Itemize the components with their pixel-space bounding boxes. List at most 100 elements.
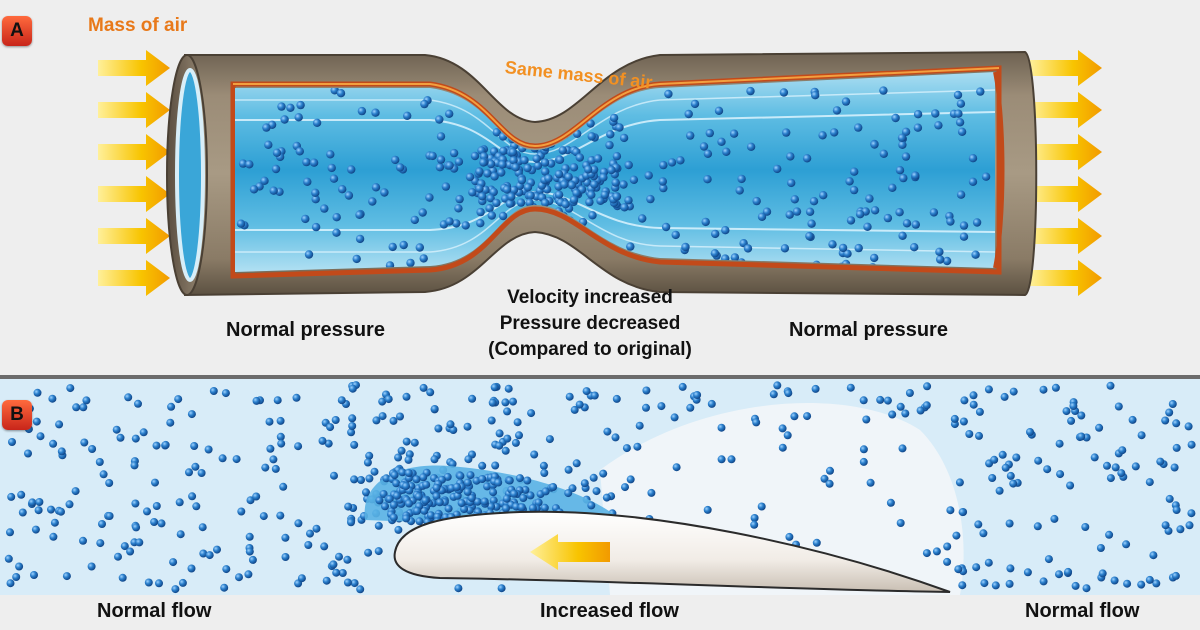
air-particle bbox=[233, 455, 241, 463]
air-particle bbox=[934, 121, 942, 129]
air-particle bbox=[375, 547, 383, 555]
air-particle bbox=[520, 156, 528, 164]
air-particle bbox=[392, 479, 400, 487]
air-particle bbox=[330, 175, 338, 183]
air-particle bbox=[338, 396, 346, 404]
air-particle bbox=[266, 418, 274, 426]
air-particle bbox=[494, 479, 502, 487]
air-particle bbox=[671, 413, 679, 421]
increased-flow-label: Increased flow bbox=[540, 600, 679, 623]
air-particle bbox=[605, 141, 613, 149]
air-particle bbox=[391, 471, 399, 479]
air-particle bbox=[773, 381, 781, 389]
air-particle bbox=[213, 546, 221, 554]
normal-pressure-left-label: Normal pressure bbox=[226, 319, 385, 342]
air-particle bbox=[481, 498, 489, 506]
air-particle bbox=[1064, 568, 1072, 576]
air-particle bbox=[781, 244, 789, 252]
air-particle bbox=[1066, 482, 1074, 490]
air-particle bbox=[935, 248, 943, 256]
air-particle bbox=[542, 487, 550, 495]
air-particle bbox=[1165, 409, 1173, 417]
air-particle bbox=[431, 405, 439, 413]
air-particle bbox=[37, 432, 45, 440]
air-particle bbox=[491, 462, 499, 470]
air-particle bbox=[806, 208, 814, 216]
air-particle bbox=[917, 407, 925, 415]
air-particle bbox=[923, 549, 931, 557]
air-particle bbox=[570, 196, 578, 204]
air-particle bbox=[901, 410, 909, 418]
air-particle bbox=[556, 156, 564, 164]
air-particle bbox=[933, 547, 941, 555]
air-particle bbox=[526, 191, 534, 199]
air-particle bbox=[24, 450, 32, 458]
air-particle bbox=[454, 204, 462, 212]
air-particle bbox=[810, 197, 818, 205]
air-particle bbox=[1024, 568, 1032, 576]
air-particle bbox=[1001, 393, 1009, 401]
air-particle bbox=[1091, 453, 1099, 461]
air-particle bbox=[7, 579, 15, 587]
air-particle bbox=[914, 124, 922, 132]
mass-of-air-label: Mass of air bbox=[88, 15, 187, 37]
air-particle bbox=[464, 455, 472, 463]
air-particle bbox=[708, 400, 716, 408]
air-particle bbox=[1137, 581, 1145, 589]
air-particle bbox=[468, 395, 476, 403]
air-particle bbox=[559, 146, 567, 154]
air-particle bbox=[402, 514, 410, 522]
air-particle bbox=[613, 395, 621, 403]
air-particle bbox=[364, 549, 372, 557]
air-particle bbox=[958, 581, 966, 589]
air-particle bbox=[1050, 515, 1058, 523]
air-particle bbox=[581, 479, 589, 487]
air-particle bbox=[681, 243, 689, 251]
air-particle bbox=[518, 503, 526, 511]
air-particle bbox=[237, 508, 245, 516]
air-particle bbox=[323, 577, 331, 585]
air-particle bbox=[17, 491, 25, 499]
air-particle bbox=[344, 579, 352, 587]
air-particle bbox=[402, 482, 410, 490]
air-particle bbox=[959, 508, 967, 516]
air-particle bbox=[753, 197, 761, 205]
air-particle bbox=[350, 441, 358, 449]
air-particle bbox=[842, 97, 850, 105]
air-particle bbox=[280, 115, 288, 123]
air-particle bbox=[427, 511, 435, 519]
air-particle bbox=[454, 584, 462, 592]
air-particle bbox=[98, 520, 106, 528]
air-particle bbox=[63, 572, 71, 580]
air-particle bbox=[6, 528, 14, 536]
air-particle bbox=[603, 494, 611, 502]
air-particle bbox=[445, 161, 453, 169]
air-particle bbox=[1171, 464, 1179, 472]
air-particle bbox=[329, 561, 337, 569]
air-particle bbox=[1009, 480, 1017, 488]
air-particle bbox=[1097, 544, 1105, 552]
air-particle bbox=[335, 553, 343, 561]
air-particle bbox=[188, 410, 196, 418]
air-particle bbox=[403, 438, 411, 446]
air-particle bbox=[923, 382, 931, 390]
air-particle bbox=[220, 584, 228, 592]
air-particle bbox=[1129, 416, 1137, 424]
air-particle bbox=[626, 242, 634, 250]
air-particle bbox=[117, 434, 125, 442]
air-particle bbox=[244, 570, 252, 578]
air-particle bbox=[303, 178, 311, 186]
air-particle bbox=[897, 519, 905, 527]
air-particle bbox=[219, 454, 227, 462]
air-particle bbox=[728, 455, 736, 463]
air-particle bbox=[453, 483, 461, 491]
air-particle bbox=[1138, 431, 1146, 439]
air-particle bbox=[380, 188, 388, 196]
air-particle bbox=[82, 396, 90, 404]
air-particle bbox=[468, 188, 476, 196]
air-particle bbox=[576, 153, 584, 161]
air-particle bbox=[337, 89, 345, 97]
air-particle bbox=[523, 164, 531, 172]
air-particle bbox=[498, 584, 506, 592]
air-particle bbox=[158, 519, 166, 527]
